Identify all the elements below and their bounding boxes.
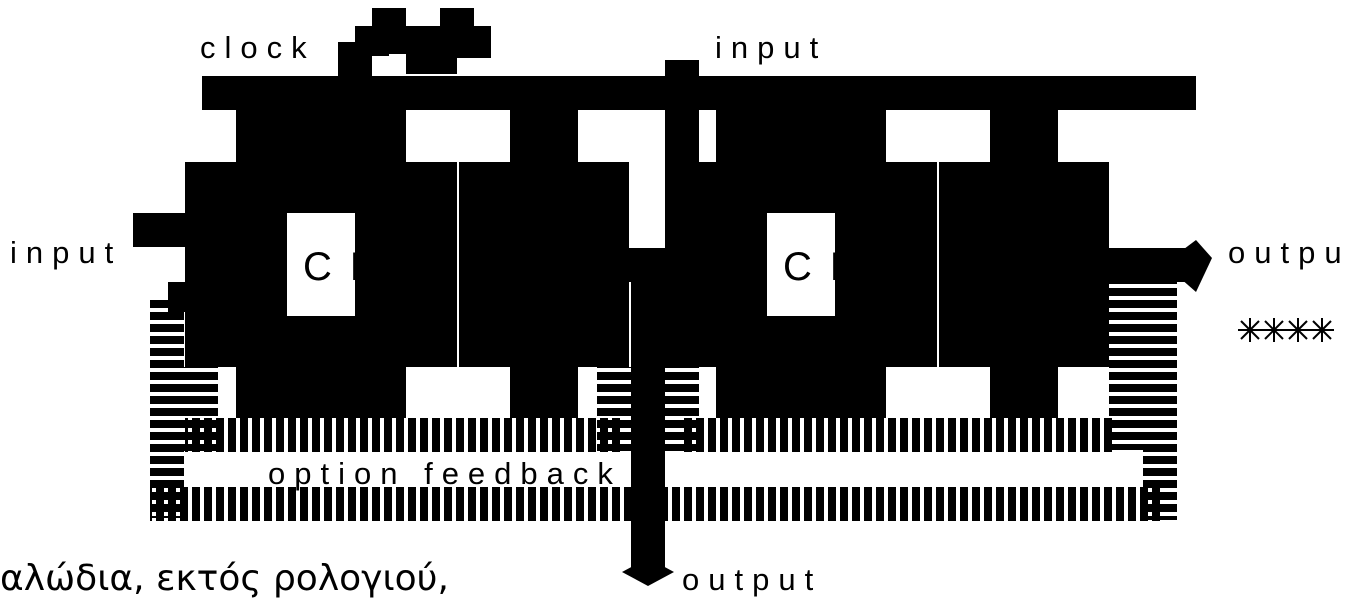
cl-label-1: CL — [303, 245, 390, 289]
cl-label-2: CL — [783, 245, 870, 289]
label-output-right: output — [1228, 235, 1347, 270]
output-arrow-right — [1180, 240, 1212, 292]
stage-connector — [629, 248, 669, 282]
output-line-right — [1109, 248, 1189, 282]
label-output-bottom: output — [682, 562, 822, 597]
caption-text: αλώδια, εκτός ρολογιού, — [0, 558, 449, 598]
clock-waveform — [338, 8, 491, 76]
label-feedback: option feedback — [268, 456, 622, 491]
input-line-left — [133, 213, 193, 247]
starburst-decoration — [1238, 318, 1334, 342]
cl-block-2 — [767, 213, 835, 316]
feedback-loops — [150, 282, 1177, 521]
cl-block-1 — [287, 213, 355, 316]
register-stage-2 — [665, 110, 1109, 418]
label-clock: clock — [200, 30, 316, 65]
register-stage-1 — [185, 110, 629, 418]
label-input-top: input — [715, 30, 827, 65]
output-line-bottom — [631, 282, 665, 574]
output-arrow-bottom — [622, 558, 674, 586]
label-input-left: input — [10, 235, 122, 270]
